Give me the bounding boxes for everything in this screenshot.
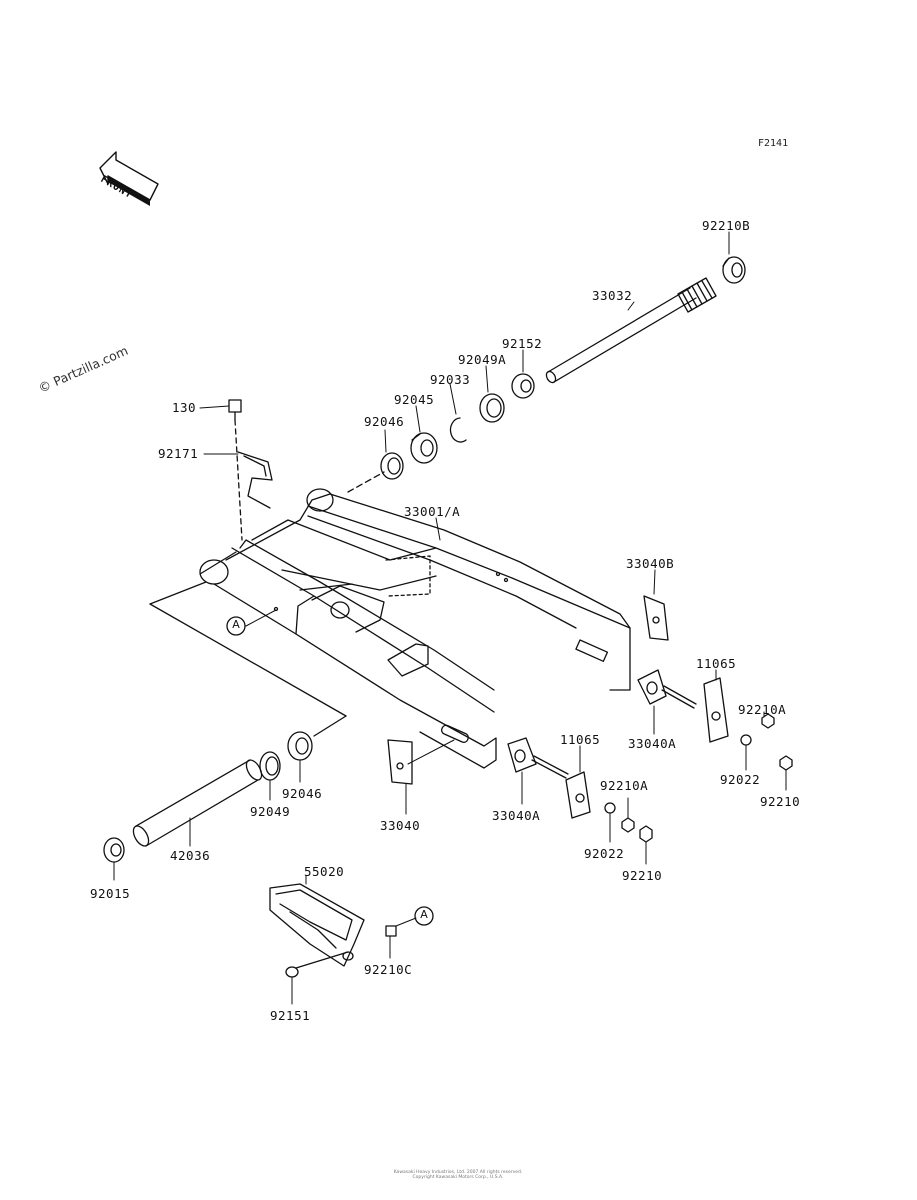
front-arrow-icon [99, 151, 159, 206]
label-55020: 55020 [304, 864, 345, 879]
seal-92049 [259, 751, 281, 781]
label-92171: 92171 [158, 446, 199, 461]
label-92046-top: 92046 [364, 414, 405, 429]
bearing-92045 [410, 432, 438, 464]
collar-92152 [511, 373, 535, 399]
clip-92171 [237, 451, 273, 509]
label-92049: 92049 [250, 804, 291, 819]
label-92210b: 92210B [702, 218, 751, 233]
swingarm-33001a [199, 488, 631, 769]
label-92151: 92151 [270, 1008, 311, 1023]
label-92022-right: 92022 [720, 772, 761, 787]
copyright-line-1: Kawasaki Heavy Industries, Ltd. 2007 All… [393, 1170, 523, 1175]
label-92033: 92033 [430, 372, 471, 387]
label-33040a-mid: 33040A [492, 808, 541, 823]
ref-marker-a2-circle [414, 906, 434, 926]
label-92022-mid: 92022 [584, 846, 625, 861]
bolt-axis-line [234, 419, 243, 541]
nut-92210b [722, 256, 746, 284]
label-92015: 92015 [90, 886, 131, 901]
ref-marker-a2: A [420, 908, 428, 921]
adjuster-33040a-mid [507, 737, 569, 779]
label-11065-right: 11065 [696, 656, 737, 671]
nut-92210-right [779, 755, 793, 771]
nut-92210-mid [639, 825, 653, 843]
ref-marker-a-circle [226, 616, 246, 636]
label-92210-mid: 92210 [622, 868, 663, 883]
label-92045: 92045 [394, 392, 435, 407]
bolt-130 [228, 399, 242, 421]
pivot-shaft-33032 [545, 277, 717, 384]
leader-lines [113, 231, 787, 1005]
figure-code: F2141 [758, 138, 789, 149]
label-92049a: 92049A [458, 352, 507, 367]
copyright-footer: Kawasaki Heavy Industries, Ltd. 2007 All… [258, 1170, 658, 1180]
chain-guide-55020 [269, 883, 365, 967]
leader-pivot-down [313, 715, 347, 737]
label-92046-bottom: 92046 [282, 786, 323, 801]
label-130: 130 [172, 400, 197, 415]
label-33032: 33032 [592, 288, 633, 303]
bearing-92046-top [380, 452, 404, 480]
bearing-92046-bottom [287, 731, 313, 761]
label-92210a-right: 92210A [738, 702, 787, 717]
nut-92210a-mid [621, 817, 635, 833]
label-33040: 33040 [380, 818, 421, 833]
label-33001a: 33001/A [404, 504, 461, 519]
nut-92015 [103, 837, 125, 863]
label-11065-mid: 11065 [560, 732, 601, 747]
label-42036: 42036 [170, 848, 211, 863]
pivot-sleeve-42036 [132, 759, 263, 847]
circlip-92033 [449, 417, 467, 443]
bolt-92151-axis [295, 951, 349, 969]
label-92152: 92152 [502, 336, 543, 351]
label-92210-right: 92210 [760, 794, 801, 809]
leader-pivot-left [149, 581, 207, 605]
bolt-92210c [385, 925, 397, 937]
plate-33040b [643, 595, 669, 641]
copyright-line-2: Copyright Kawasaki Motors Corp., U.S.A. [412, 1175, 504, 1180]
washer-92022-right [740, 734, 752, 746]
seal-92049a [479, 393, 505, 423]
nut-92210a-right [761, 713, 775, 729]
block-11065-right [703, 677, 729, 743]
adjuster-33040a-right [637, 669, 697, 709]
label-92210c: 92210C [364, 962, 413, 977]
ref-marker-a: A [232, 618, 240, 631]
label-33040a-right: 33040A [628, 736, 677, 751]
axis-line [347, 471, 385, 493]
label-33040b: 33040B [626, 556, 675, 571]
leader-pivot-right [149, 603, 347, 717]
block-11065-mid [565, 771, 591, 819]
plate-33040 [387, 739, 413, 785]
label-92210a-mid: 92210A [600, 778, 649, 793]
washer-92022-mid [604, 802, 616, 814]
